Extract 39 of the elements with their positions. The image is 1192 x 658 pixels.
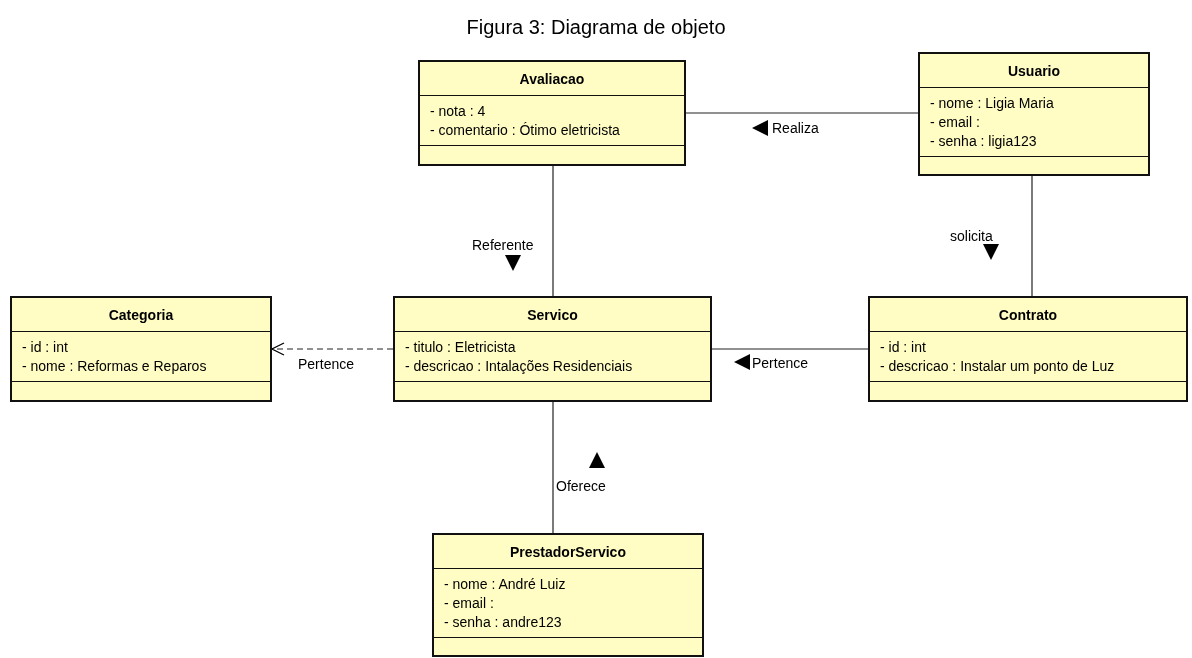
class-box [432, 533, 704, 657]
attribute-text: - nome : Reformas e Reparos [22, 357, 207, 375]
attribute-text: - id : int [880, 338, 926, 356]
association-line [685, 112, 919, 114]
association-line [552, 165, 554, 297]
attribute-text: - nota : 4 [430, 102, 486, 120]
association-line [711, 348, 869, 350]
class-box [10, 296, 272, 402]
attribute-text: - email : [930, 113, 980, 131]
edge-label: Pertence [298, 356, 355, 372]
association-line [1031, 175, 1033, 297]
attribute-text: - titulo : Eletricista [405, 338, 516, 356]
attribute-text: - descricao : Instalar um ponto de Luz [880, 357, 1115, 375]
class-name: Avaliacao [519, 71, 585, 87]
edge-label: Referente [472, 237, 534, 253]
class-box [868, 296, 1188, 402]
attribute-text: - nome : Ligia Maria [930, 94, 1054, 112]
attribute-text: - nome : André Luiz [444, 575, 566, 593]
attribute-text: - id : int [22, 338, 68, 356]
attribute-text: - comentario : Ótimo eletricista [430, 121, 620, 139]
class-name: Categoria [108, 307, 174, 323]
edge-label: solicita [950, 228, 993, 244]
class-name: Servico [527, 307, 578, 323]
attribute-text: - descricao : Intalações Residenciais [405, 357, 633, 375]
class-name: Contrato [998, 307, 1058, 323]
edge-label: Realiza [772, 120, 819, 136]
class-box [393, 296, 712, 402]
diagram-title: Figura 3: Diagrama de objeto [466, 16, 726, 39]
attribute-text: - senha : ligia123 [930, 132, 1037, 150]
association-line [552, 401, 554, 534]
class-box [918, 52, 1150, 176]
class-name: PrestadorServico [510, 544, 626, 560]
attribute-text: - senha : andre123 [444, 613, 562, 631]
edge-label: Pertence [752, 355, 809, 371]
class-name: Usuario [1007, 63, 1061, 79]
attribute-text: - email : [444, 594, 494, 612]
edge-label: Oferece [556, 478, 606, 494]
class-box [418, 60, 686, 166]
dashed-dependency-arrow [271, 342, 394, 356]
